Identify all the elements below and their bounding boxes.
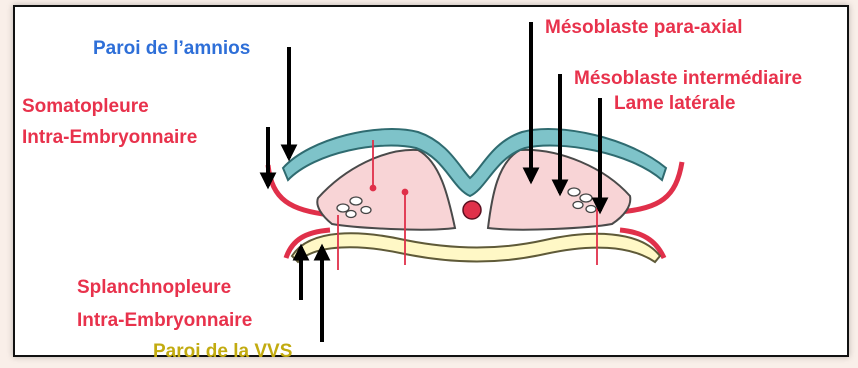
label-mesoblaste-paraaxial: Mésoblaste para-axial [545, 17, 742, 38]
label-splanchnopleure-line1: Splanchnopleure [77, 277, 231, 298]
label-splanchnopleure-line2: Intra-Embryonnaire [77, 310, 252, 331]
label-somatopleure-line1: Somatopleure [22, 96, 149, 117]
label-lame-laterale: Lame latérale [614, 93, 735, 114]
endoderm-layer [292, 233, 660, 262]
label-somatopleure-line2: Intra-Embryonnaire [22, 127, 197, 148]
notochord [463, 201, 481, 219]
label-paroi-amnios: Paroi de l’amnios [93, 38, 250, 59]
label-mesoblaste-intermediaire: Mésoblaste intermédiaire [574, 68, 802, 89]
label-paroi-vvs: Paroi de la VVS [153, 341, 292, 362]
